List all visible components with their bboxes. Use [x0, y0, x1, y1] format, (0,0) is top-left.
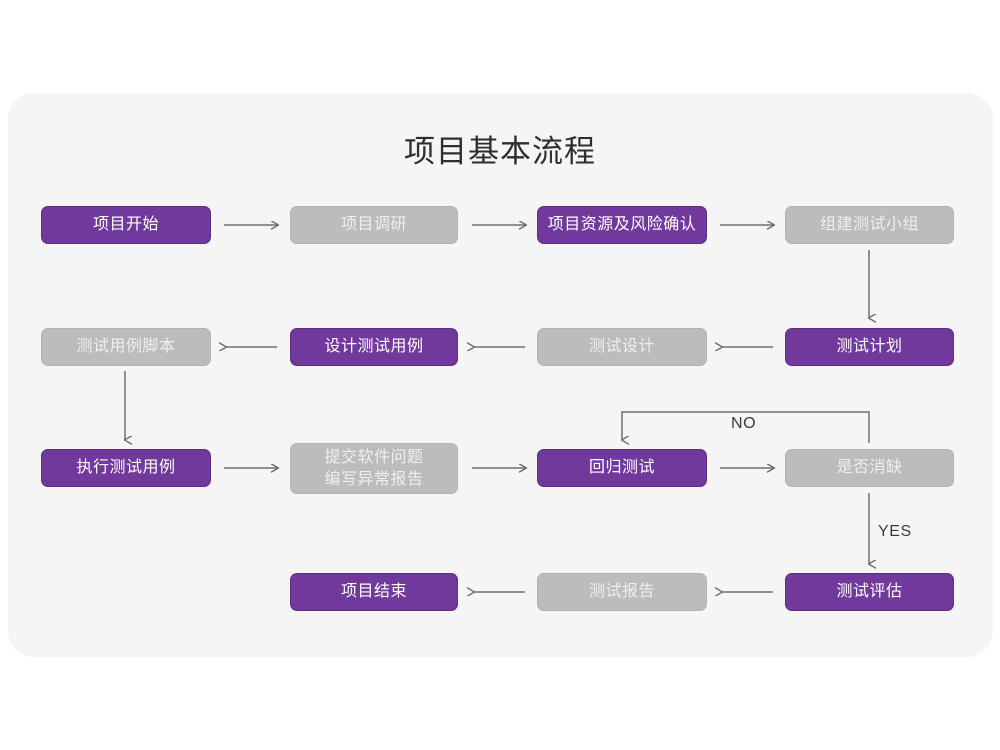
- node-test-plan[interactable]: 测试计划: [785, 328, 954, 366]
- node-project-end[interactable]: 项目结束: [290, 573, 458, 611]
- node-project-research[interactable]: 项目调研: [290, 206, 458, 244]
- node-regression-test[interactable]: 回归测试: [537, 449, 707, 487]
- node-defect-cleared[interactable]: 是否消缺: [785, 449, 954, 487]
- node-project-start[interactable]: 项目开始: [41, 206, 211, 244]
- node-test-design[interactable]: 测试设计: [537, 328, 707, 366]
- node-test-evaluation[interactable]: 测试评估: [785, 573, 954, 611]
- edge-label-yes: YES: [878, 523, 912, 540]
- flowchart-card: [8, 93, 993, 657]
- node-resource-risk-confirm[interactable]: 项目资源及风险确认: [537, 206, 707, 244]
- edge-label-no: NO: [731, 415, 757, 432]
- node-execute-testcase[interactable]: 执行测试用例: [41, 449, 211, 487]
- page-title: 项目基本流程: [404, 134, 596, 169]
- node-submit-defect-report[interactable]: 提交软件问题 编写异常报告: [290, 443, 458, 494]
- node-design-testcase[interactable]: 设计测试用例: [290, 328, 458, 366]
- node-test-report[interactable]: 测试报告: [537, 573, 707, 611]
- node-testcase-script[interactable]: 测试用例脚本: [41, 328, 211, 366]
- node-form-test-team[interactable]: 组建测试小组: [785, 206, 954, 244]
